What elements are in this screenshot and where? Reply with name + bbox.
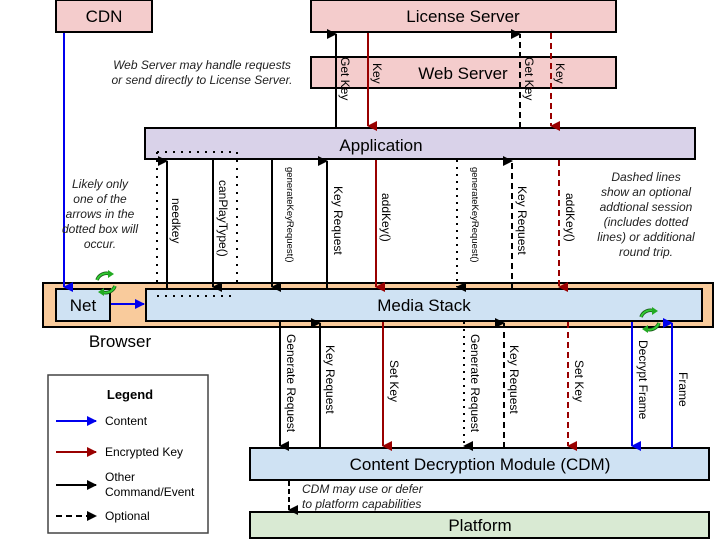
net-label: Net (70, 296, 97, 315)
svg-text:Content: Content (105, 414, 148, 428)
key-label-2: Key (553, 63, 567, 84)
cycle-icon-cdm (639, 307, 661, 333)
platform-label: Platform (448, 516, 511, 535)
cdm-box: Content Decryption Module (CDM) (249, 447, 710, 481)
svg-text:Command/Event: Command/Event (105, 485, 195, 499)
web-server-note-line1: Web Server may handle requests (113, 58, 291, 72)
web-server-label: Web Server (418, 64, 508, 83)
web-server-note-line2: or send directly to License Server. (112, 73, 293, 87)
legend-title: Legend (107, 387, 153, 402)
media-stack-box: Media Stack (145, 288, 703, 322)
cdm-label: Content Decryption Module (CDM) (350, 455, 611, 474)
key-label-1: Key (370, 63, 384, 84)
svg-text:Optional: Optional (105, 509, 150, 523)
get-key-label-1: Get Key (338, 57, 352, 100)
dashed-note-line3: addtional session (600, 200, 693, 214)
addkey-label-1: addKey() (379, 193, 393, 242)
get-key-label-2: Get Key (522, 57, 536, 100)
canplaytype-label: canPlayType() (216, 180, 230, 257)
svg-text:Encrypted Key: Encrypted Key (105, 445, 183, 459)
dotted-note-line5: occur. (84, 237, 116, 251)
dotted-note-line4: dotted box will (62, 222, 138, 236)
dotted-note-line2: one of the (73, 192, 127, 206)
legend-item-content: Content (56, 414, 148, 428)
legend-item-other-command-event: Other Command/Event (56, 470, 195, 499)
legend: Legend Content Encrypted Key Other Comma… (47, 374, 209, 534)
svg-text:Other: Other (105, 470, 135, 484)
legend-item-encrypted-key: Encrypted Key (56, 445, 183, 459)
dashed-note-line4: (includes dotted (604, 215, 689, 229)
addkey-label-2: addKey() (563, 193, 577, 242)
dashed-note-line1: Dashed lines (611, 170, 680, 184)
generate-request-label-2: Generate Request (468, 334, 482, 433)
key-request-label-bottom-1: Key Request (323, 345, 337, 414)
browser-label: Browser (89, 332, 152, 351)
dashed-note-line5: lines) or additional (597, 230, 695, 244)
license-server-box: License Server (310, 0, 617, 33)
set-key-label-1: Set Key (387, 360, 401, 402)
top-arrows: Get Key Key Get Key Key (327, 29, 567, 131)
platform-box: Platform (249, 511, 710, 539)
legend-item-optional: Optional (56, 509, 150, 523)
dotted-note-line3: arrows in the (66, 207, 135, 221)
bottom-arrows: Generate Request Key Request Set Key Gen… (279, 318, 690, 451)
dashed-note-line6: round trip. (619, 245, 673, 259)
cdm-note-line1: CDM may use or defer (302, 482, 424, 496)
key-request-label-mid-1: Key Request (331, 186, 345, 255)
set-key-label-2: Set Key (572, 360, 586, 402)
generatekeyrequest-label-2: generateKeyRequest() (469, 167, 480, 263)
cdm-note-line2: to platform capabilities (302, 497, 421, 511)
web-server-box: Web Server (310, 56, 617, 89)
license-server-label: License Server (406, 7, 520, 26)
frame-label: Frame (676, 372, 690, 407)
key-request-label-bottom-2: Key Request (507, 345, 521, 414)
key-request-label-mid-2: Key Request (515, 186, 529, 255)
dashed-note-line2: show an optional (601, 185, 691, 199)
dotted-note-line1: Likely only (72, 177, 129, 191)
cycle-icon-net (95, 270, 117, 296)
cdn-box: CDN (55, 0, 153, 33)
generatekeyrequest-label-1: generateKeyRequest() (284, 167, 295, 263)
generate-request-label-1: Generate Request (284, 334, 298, 433)
application-label: Application (339, 136, 422, 155)
application-box: Application (144, 127, 696, 160)
needkey-label: needkey (169, 198, 183, 243)
decrypt-frame-label: Decrypt Frame (636, 340, 650, 420)
mid-arrows: needkey canPlayType() generateKeyRequest… (158, 156, 577, 292)
net-box: Net (55, 288, 111, 322)
dotted-box (156, 151, 238, 297)
media-stack-label: Media Stack (377, 296, 471, 315)
cdn-label: CDN (86, 7, 123, 26)
